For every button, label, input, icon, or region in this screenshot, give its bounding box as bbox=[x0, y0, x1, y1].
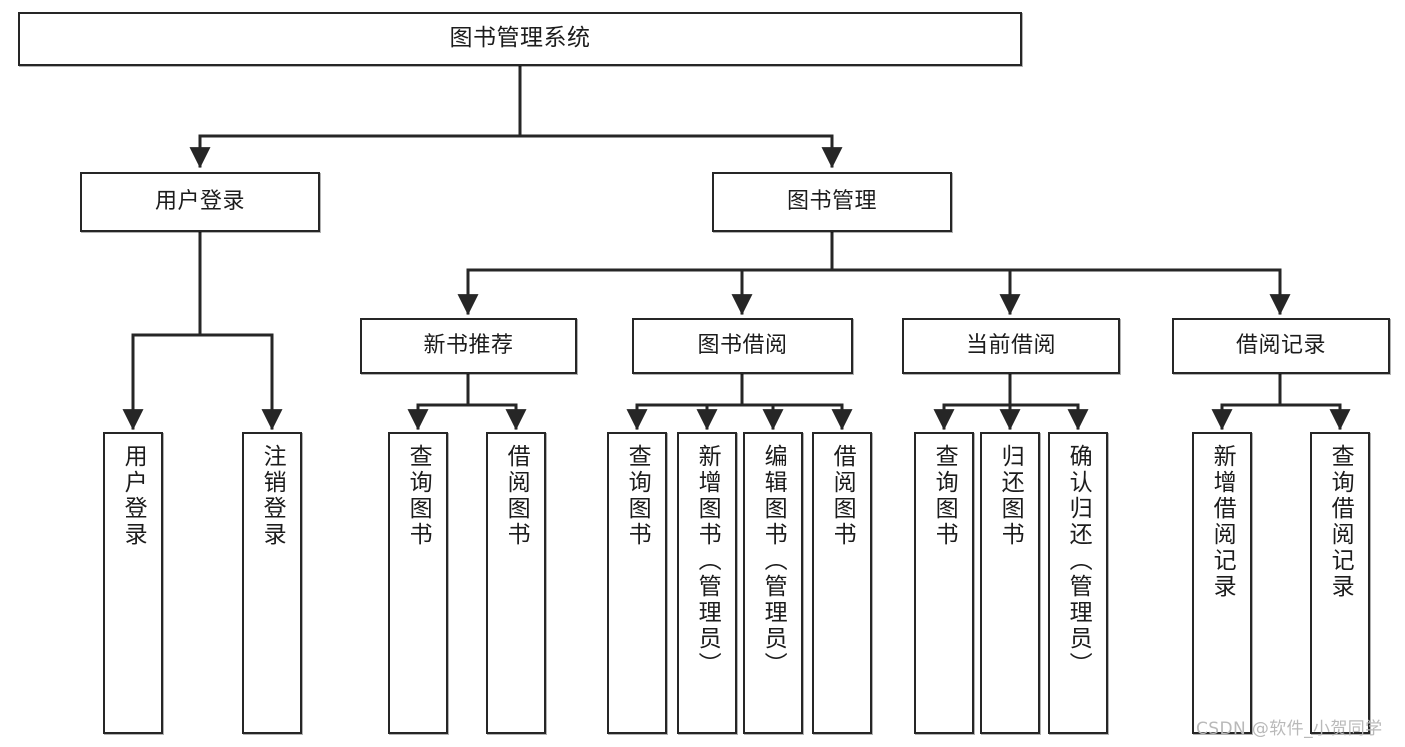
leaf-add-book-label: 新增图书（管理员） bbox=[694, 444, 721, 678]
leaf-query-book-1[interactable]: 查询图书 bbox=[388, 432, 448, 734]
leaf-query-book-2-label: 查询图书 bbox=[624, 444, 651, 548]
leaf-borrow-book-1-label: 借阅图书 bbox=[503, 444, 530, 548]
node-current-borrow-label: 当前借阅 bbox=[965, 333, 1056, 359]
leaf-query-record-label: 查询借阅记录 bbox=[1327, 444, 1354, 600]
leaf-logout-label: 注销登录 bbox=[259, 444, 286, 548]
leaf-confirm-return[interactable]: 确认归还（管理员） bbox=[1048, 432, 1108, 734]
node-user-login-label: 用户登录 bbox=[154, 189, 245, 215]
leaf-query-book-2[interactable]: 查询图书 bbox=[607, 432, 667, 734]
leaf-query-record[interactable]: 查询借阅记录 bbox=[1310, 432, 1370, 734]
leaf-add-record-label: 新增借阅记录 bbox=[1209, 444, 1236, 600]
node-user-login[interactable]: 用户登录 bbox=[80, 172, 320, 232]
leaf-borrow-book-1[interactable]: 借阅图书 bbox=[486, 432, 546, 734]
node-book-manage-label: 图书管理 bbox=[786, 189, 877, 215]
leaf-add-book[interactable]: 新增图书（管理员） bbox=[677, 432, 737, 734]
node-borrow-record[interactable]: 借阅记录 bbox=[1172, 318, 1390, 374]
leaf-user-login-label: 用户登录 bbox=[120, 444, 147, 548]
leaf-edit-book[interactable]: 编辑图书（管理员） bbox=[743, 432, 803, 734]
leaf-edit-book-label: 编辑图书（管理员） bbox=[760, 444, 787, 678]
leaf-return-book[interactable]: 归还图书 bbox=[980, 432, 1040, 734]
node-root-label: 图书管理系统 bbox=[449, 25, 591, 52]
leaf-query-book-3[interactable]: 查询图书 bbox=[914, 432, 974, 734]
leaf-return-book-label: 归还图书 bbox=[997, 444, 1024, 548]
leaf-user-login[interactable]: 用户登录 bbox=[103, 432, 163, 734]
node-book-manage[interactable]: 图书管理 bbox=[712, 172, 952, 232]
node-book-borrow[interactable]: 图书借阅 bbox=[632, 318, 853, 374]
leaf-confirm-return-label: 确认归还（管理员） bbox=[1065, 444, 1092, 678]
node-current-borrow[interactable]: 当前借阅 bbox=[902, 318, 1120, 374]
leaf-borrow-book-2-label: 借阅图书 bbox=[829, 444, 856, 548]
node-new-book-recommend-label: 新书推荐 bbox=[423, 333, 514, 359]
watermark: CSDN @软件_小贺同学 bbox=[1196, 719, 1383, 739]
node-root[interactable]: 图书管理系统 bbox=[18, 12, 1022, 66]
node-borrow-record-label: 借阅记录 bbox=[1235, 333, 1326, 359]
leaf-query-book-1-label: 查询图书 bbox=[405, 444, 432, 548]
node-book-borrow-label: 图书借阅 bbox=[697, 333, 788, 359]
leaf-add-record[interactable]: 新增借阅记录 bbox=[1192, 432, 1252, 734]
node-new-book-recommend[interactable]: 新书推荐 bbox=[360, 318, 577, 374]
leaf-logout[interactable]: 注销登录 bbox=[242, 432, 302, 734]
leaf-query-book-3-label: 查询图书 bbox=[931, 444, 958, 548]
leaf-borrow-book-2[interactable]: 借阅图书 bbox=[812, 432, 872, 734]
